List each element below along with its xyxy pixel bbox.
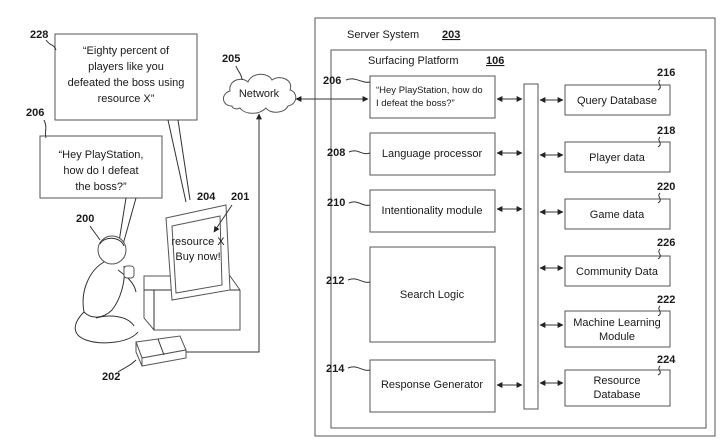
leader-220	[657, 192, 661, 204]
network-cloud-shape	[223, 73, 297, 114]
speech-228-pointer-1	[167, 119, 187, 203]
language-processor-box: Language processor	[369, 132, 496, 176]
speech-bubble-228: “Eighty percent of players like you defe…	[30, 29, 198, 203]
ref-220: 220	[657, 181, 675, 193]
leader-214	[347, 366, 371, 371]
user-200: 200	[74, 213, 139, 344]
speech-228-line-1: “Eighty percent of	[83, 45, 170, 57]
intentionality-module-box: Intentionality module	[369, 189, 496, 233]
resource-database-box: Resource Database	[564, 369, 671, 407]
speech-228-line-2: players like you	[88, 61, 164, 73]
leader-206-speech	[43, 119, 47, 139]
display-204: resource X Buy now! 204 201	[165, 191, 249, 301]
ref-228: 228	[30, 29, 48, 41]
leader-200	[89, 225, 101, 241]
community-data-label: Community Data	[576, 266, 659, 278]
console-front	[141, 349, 187, 367]
network-cloud: Network 205	[222, 53, 297, 114]
ref-204: 204	[197, 191, 216, 203]
query-database-label: Query Database	[577, 95, 657, 107]
resource-database-label-1: Resource	[593, 375, 640, 387]
user-legs	[74, 311, 139, 344]
user-mic	[123, 265, 135, 279]
language-processor-label: Language processor	[382, 148, 483, 160]
query-text-line-1: “Hey PlayStation, how do	[376, 85, 483, 96]
community-data-box: Community Data	[564, 255, 671, 287]
leader-218	[657, 136, 661, 148]
user-knee	[95, 315, 135, 327]
ref-216: 216	[657, 67, 675, 79]
speech-228-pointer-2	[177, 119, 191, 201]
query-text-box: “Hey PlayStation, how do I defeat the bo…	[369, 75, 496, 119]
machine-learning-label-1: Machine Learning	[573, 317, 660, 329]
game-data-label: Game data	[590, 209, 645, 221]
ref-202: 202	[102, 371, 120, 383]
leader-202	[117, 359, 137, 373]
ref-206-speech: 206	[26, 107, 44, 119]
leader-208	[348, 150, 371, 155]
surfacing-platform-label: Surfacing Platform	[368, 55, 458, 67]
speech-206-line-2: how do I defeat	[63, 165, 138, 177]
ref-206-module: 206	[323, 75, 341, 87]
speech-206-line-3: the boss?”	[75, 181, 127, 193]
tv-inner-screen	[171, 215, 223, 294]
link-network-console	[186, 113, 262, 353]
intentionality-module-label: Intentionality module	[382, 205, 483, 217]
ref-222: 222	[657, 294, 675, 306]
leader-212	[347, 278, 371, 283]
leader-210	[348, 201, 371, 206]
ref-214: 214	[326, 363, 345, 375]
game-data-box: Game data	[564, 198, 671, 230]
speech-228-line-3: defeated the boss using	[68, 77, 185, 89]
network-label: Network	[239, 88, 280, 100]
display-line-2: Buy now!	[175, 251, 220, 263]
search-logic-label: Search Logic	[400, 289, 465, 301]
query-text-line-2: I defeat the boss?”	[376, 98, 455, 109]
arrow-201	[213, 204, 233, 233]
console-stripe	[157, 338, 165, 356]
ref-224: 224	[657, 354, 676, 366]
leader-216	[657, 79, 661, 91]
data-bus	[523, 83, 539, 410]
ref-212: 212	[326, 275, 344, 287]
console-202: 202	[102, 335, 187, 383]
leader-206-module	[345, 78, 371, 83]
response-generator-label: Response Generator	[381, 379, 483, 391]
ref-208: 208	[327, 147, 345, 159]
server-system-ref: 203	[442, 29, 460, 41]
ref-200: 200	[76, 213, 94, 225]
search-logic-box: Search Logic	[369, 246, 496, 343]
server-system-label: Server System	[347, 29, 419, 41]
speech-206-line-1: “Hey PlayStation,	[59, 149, 144, 161]
leader-228	[45, 39, 57, 51]
machine-learning-module-box: Machine Learning Module	[564, 310, 671, 348]
player-data-label: Player data	[589, 152, 646, 164]
display-line-1: resource X	[171, 236, 225, 248]
user-arm	[117, 269, 137, 293]
ref-201: 201	[231, 191, 249, 203]
leader-226	[657, 248, 661, 260]
response-generator-box: Response Generator	[369, 359, 496, 413]
speech-206-pointer-2	[121, 197, 137, 249]
ref-205: 205	[222, 53, 240, 65]
ref-226: 226	[657, 237, 675, 249]
resource-database-label-2: Database	[593, 389, 640, 401]
machine-learning-label-2: Module	[599, 331, 635, 343]
speech-228-line-4: resource X”	[98, 93, 155, 105]
user-head	[97, 235, 127, 265]
leader-222	[657, 305, 661, 317]
query-database-box: Query Database	[564, 84, 671, 116]
leader-224	[657, 365, 661, 376]
player-data-box: Player data	[564, 141, 671, 173]
ref-218: 218	[657, 125, 675, 137]
surfacing-platform-ref: 106	[486, 55, 504, 67]
leader-205	[235, 65, 243, 81]
speech-bubble-206: “Hey PlayStation, how do I defeat the bo…	[26, 107, 163, 249]
ref-210: 210	[327, 197, 345, 209]
user-hair	[99, 237, 125, 247]
